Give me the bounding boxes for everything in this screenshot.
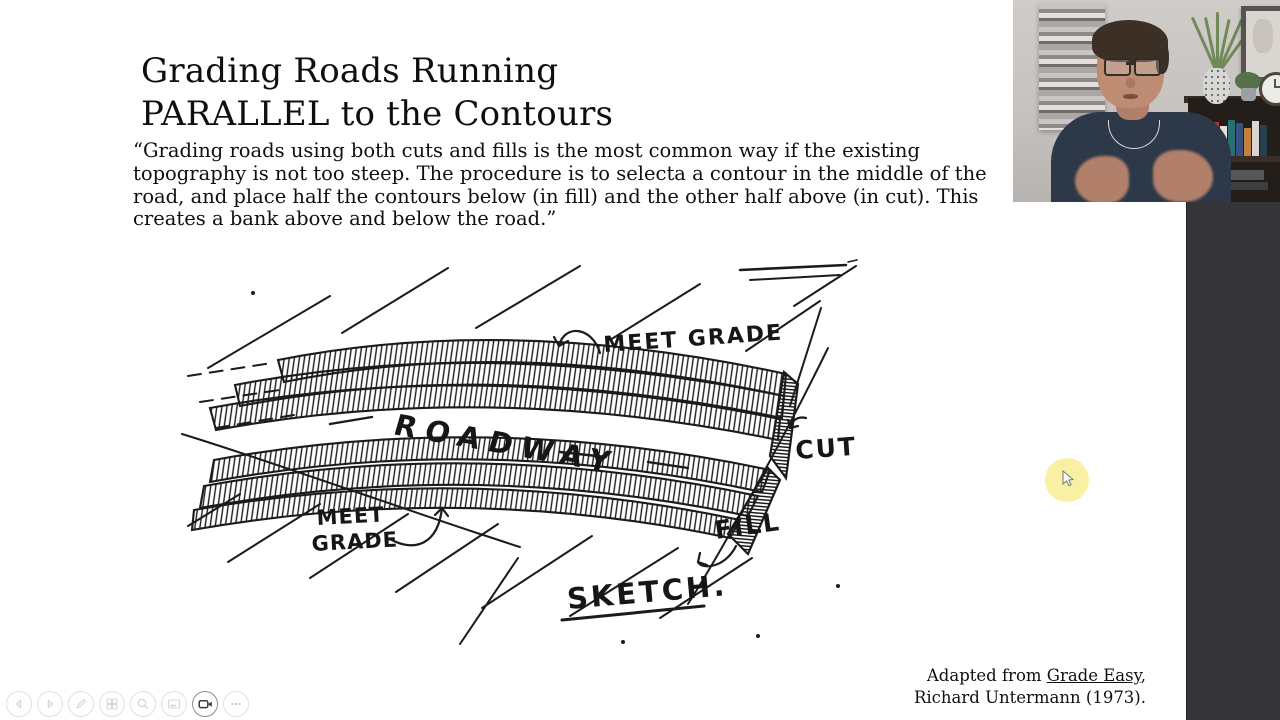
attribution-suffix: , xyxy=(1140,666,1146,685)
grading-sketch: MEET GRADE ROADWAY CUT MEET GRADE FILL S… xyxy=(181,259,858,645)
plant xyxy=(1190,8,1248,75)
slide-title: Grading Roads Running PARALLEL to the Co… xyxy=(141,50,613,136)
presenter-hair xyxy=(1092,20,1168,62)
see-all-slides-button[interactable] xyxy=(99,691,125,717)
slideshow-toolbar xyxy=(6,691,249,717)
slide-title-line1: Grading Roads Running xyxy=(141,51,559,91)
attribution-prefix: Adapted from xyxy=(926,666,1047,685)
next-slide-button[interactable] xyxy=(37,691,63,717)
ellipsis-icon xyxy=(231,702,241,706)
glasses xyxy=(1104,58,1131,76)
mouse-pointer-icon xyxy=(1062,470,1074,487)
wall-art xyxy=(1039,4,1105,130)
presenter-hand xyxy=(1153,150,1213,202)
zoom-button[interactable] xyxy=(130,691,156,717)
label-sketch-caption: SKETCH. xyxy=(566,568,729,616)
slide-quote: “Grading roads using both cuts and fills… xyxy=(133,139,987,231)
magnifier-icon xyxy=(137,698,149,710)
presenter-hand xyxy=(1075,156,1129,202)
slides-grid-icon xyxy=(106,698,118,710)
label-cut: CUT xyxy=(794,432,858,465)
attribution-work-title: Grade Easy xyxy=(1046,666,1141,685)
cursor-highlight xyxy=(1045,458,1089,502)
quote-line: road, and place half the contours below … xyxy=(133,184,979,208)
camera-button[interactable] xyxy=(192,691,218,717)
picture-frame xyxy=(1241,6,1280,82)
attribution-line2: Richard Untermann (1973). xyxy=(913,687,1146,707)
small-plant xyxy=(1235,72,1261,90)
quote-line: topography is not too steep. The procedu… xyxy=(133,161,987,185)
label-meet-bottom: MEET xyxy=(316,502,385,530)
attribution: Adapted from Grade Easy, Richard Unterma… xyxy=(914,665,1146,708)
chevron-left-icon xyxy=(16,699,22,709)
vase xyxy=(1203,68,1230,104)
quote-line: creates a bank above and below the road.… xyxy=(133,207,557,231)
wall-clock xyxy=(1259,72,1280,106)
pen-icon xyxy=(76,699,86,709)
chevron-right-icon xyxy=(47,699,53,709)
camera-icon xyxy=(197,700,212,709)
label-meet-grade-top: MEET GRADE xyxy=(603,320,784,357)
previous-slide-button[interactable] xyxy=(6,691,32,717)
presenter-webcam xyxy=(1013,0,1280,202)
attribution-line1: Adapted from Grade Easy, xyxy=(914,665,1146,687)
slide-title-line2: PARALLEL to the Contours xyxy=(141,94,614,134)
label-grade-bottom: GRADE xyxy=(311,528,399,556)
captions-button[interactable] xyxy=(161,691,187,717)
pen-button[interactable] xyxy=(68,691,94,717)
captions-icon xyxy=(167,699,181,709)
more-options-button[interactable] xyxy=(223,691,249,717)
right-dark-panel xyxy=(1186,202,1280,720)
label-fill: FILL xyxy=(713,507,783,545)
quote-line: “Grading roads using both cuts and fills… xyxy=(133,139,920,162)
